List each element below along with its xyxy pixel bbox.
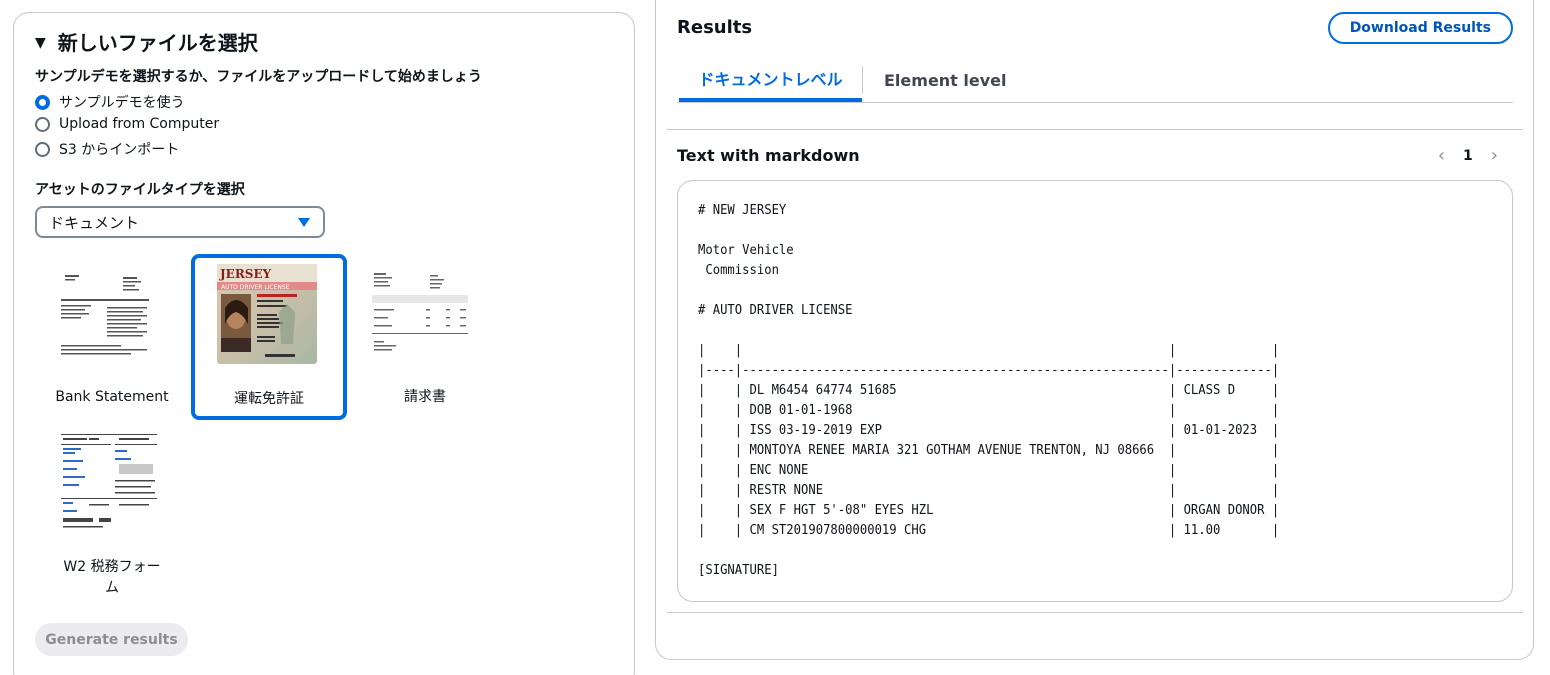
- chevron-left-icon[interactable]: ‹: [1437, 145, 1446, 166]
- radio-button[interactable]: [35, 141, 50, 157]
- markdown-output-box: # NEW JERSEY Motor Vehicle Commission # …: [677, 180, 1513, 602]
- section-divider: [667, 612, 1523, 613]
- sample-card-invoice[interactable]: 請求書: [347, 254, 503, 420]
- results-title: Results: [677, 17, 753, 38]
- sample-label[interactable]: Bank Statement: [55, 389, 169, 405]
- radio-label[interactable]: S3 からインポート: [59, 142, 180, 158]
- tab-divider: [862, 66, 863, 94]
- sample-card-drivers-license[interactable]: JERSEY AUTO DRIVER LICENSE 運転免許証: [191, 254, 347, 420]
- results-tabs: ドキュメントレベル Element level: [677, 58, 1513, 103]
- drivers-license-thumbnail: JERSEY AUTO DRIVER LICENSE: [217, 264, 317, 364]
- sample-label[interactable]: W2 税務フォー ム: [63, 559, 161, 596]
- radio-button-checked[interactable]: [35, 94, 50, 110]
- dropdown-caret-icon[interactable]: [298, 218, 310, 227]
- radio-label[interactable]: Upload from Computer: [59, 116, 220, 132]
- svg-text:AUTO DRIVER LICENSE: AUTO DRIVER LICENSE: [221, 284, 290, 291]
- asset-type-label: アセットのファイルタイプを選択: [35, 182, 245, 198]
- section-divider: [667, 129, 1523, 130]
- chevron-right-icon[interactable]: ›: [1490, 145, 1498, 166]
- radio-upload-computer[interactable]: Upload from Computer: [35, 116, 219, 132]
- markdown-text: # NEW JERSEY Motor Vehicle Commission # …: [698, 203, 1280, 578]
- current-page-number[interactable]: 1: [1463, 147, 1473, 164]
- tab-element-level[interactable]: Element level: [884, 70, 1007, 90]
- radio-sample-demo[interactable]: サンプルデモを使う: [35, 92, 185, 112]
- source-description: サンプルデモを選択するか、ファイルをアップロードして始めましょう: [35, 69, 482, 85]
- section-title: Text with markdown: [677, 146, 860, 165]
- sample-card-w2-tax-form[interactable]: W2 税務フォー ム: [34, 425, 190, 596]
- pagination: ‹ 1 ›: [1428, 145, 1508, 166]
- bank-statement-thumbnail: [57, 261, 157, 361]
- invoice-thumbnail: [370, 261, 470, 361]
- panel-title: 新しいファイルを選択: [57, 31, 258, 55]
- results-panel: Results Download Results ドキュメントレベル Eleme…: [655, 0, 1534, 660]
- sample-label[interactable]: 運転免許証: [234, 391, 304, 407]
- sample-card-bank-statement[interactable]: Bank Statement: [34, 254, 190, 420]
- download-results-button[interactable]: Download Results: [1327, 12, 1513, 44]
- generate-results-button[interactable]: Generate results: [35, 623, 188, 656]
- tab-document-level[interactable]: ドキュメントレベル: [679, 58, 862, 102]
- caret-down-icon[interactable]: ▼: [35, 34, 46, 51]
- w2-form-thumbnail: [59, 432, 159, 532]
- sample-label[interactable]: 請求書: [404, 389, 446, 405]
- radio-button[interactable]: [35, 116, 50, 132]
- asset-type-select[interactable]: ドキュメント: [35, 206, 325, 238]
- radio-label[interactable]: サンプルデモを使う: [59, 95, 185, 111]
- radio-import-s3[interactable]: S3 からインポート: [35, 139, 179, 159]
- file-selection-header[interactable]: ▼ 新しいファイルを選択: [35, 27, 258, 56]
- asset-type-value[interactable]: ドキュメント: [49, 213, 140, 232]
- svg-text:JERSEY: JERSEY: [219, 267, 272, 281]
- file-selection-panel: ▼ 新しいファイルを選択 サンプルデモを選択するか、ファイルをアップロードして始…: [13, 12, 635, 675]
